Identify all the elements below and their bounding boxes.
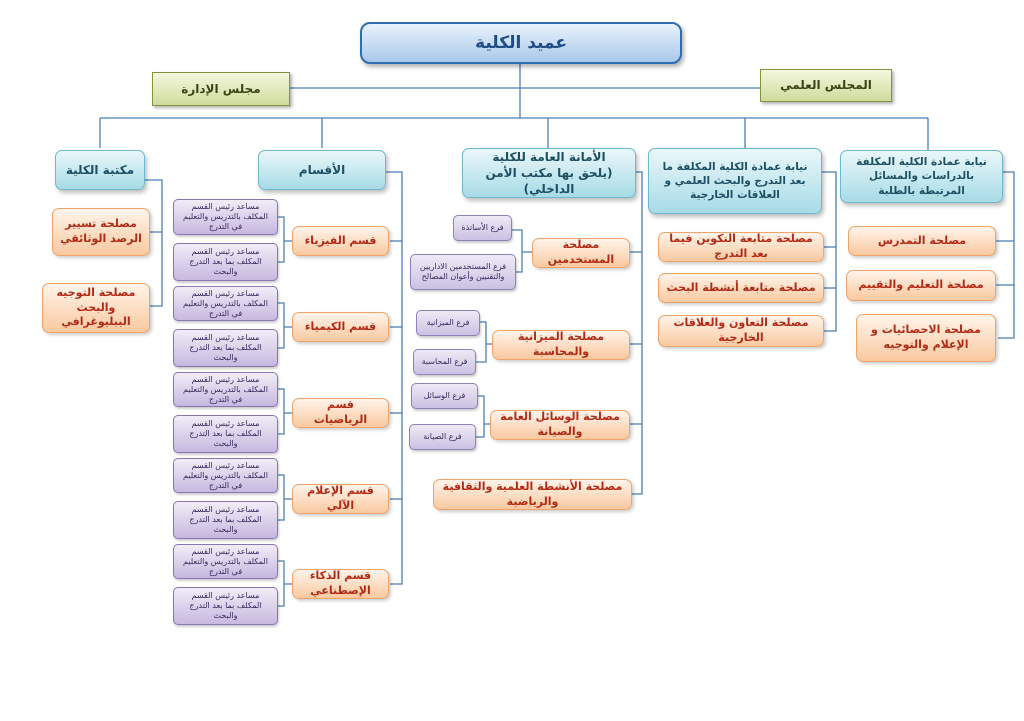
dept-assistant-teaching: مساعد رئيس القسم المكلف بالتدريس والتعلي… — [173, 199, 278, 235]
branch-budget: فرع الميزانية — [416, 310, 480, 336]
dept-assistant-postgrad: مساعد رئيس القسم المكلف بما بعد التدرج و… — [173, 243, 278, 281]
department-physics: قسم الفيزياء — [292, 226, 389, 256]
admin-council-box: مجلس الإدارة — [152, 72, 290, 106]
teaching-evaluation-service: مصلحة التعليم والتقييم — [846, 270, 996, 301]
dept-assistant-teaching: مساعد رئيس القسم المكلف بالتدريس والتعلي… — [173, 544, 278, 579]
dept-assistant-postgrad: مساعد رئيس القسم المكلف بما بعد التدرج و… — [173, 329, 278, 367]
scientific-council-box: المجلس العلمي — [760, 69, 892, 102]
library-box: مكتبة الكلية — [55, 150, 145, 190]
departments-box: الأقسام — [258, 150, 386, 190]
library-service-1: مصلحة تسيير الرصد الوثائقي — [52, 208, 150, 256]
schooling-service: مصلحة التمدرس — [848, 226, 996, 256]
branch-means: فرع الوسائل — [411, 383, 478, 409]
vice-dean-studies-box: نيابة عمادة الكلية المكلفة بالدراسات وال… — [840, 150, 1003, 203]
branch-admin-staff: فرع المستخدمين الاداريين والتقنيين وأعوا… — [410, 254, 516, 290]
vice-dean-postgrad-box: نيابة عمادة الكلية المكلفة ما بعد التدرج… — [648, 148, 822, 214]
dept-assistant-teaching: مساعد رئيس القسم المكلف بالتدريس والتعلي… — [173, 286, 278, 321]
library-service-2: مصلحة التوجيه والبحث الببليوغرافي — [42, 283, 150, 333]
dean-box: عميد الكلية — [360, 22, 682, 64]
secretariat-box: الأمانة العامة للكلية (يلحق بها مكتب الأ… — [462, 148, 636, 198]
branch-maintenance: فرع الصيانة — [409, 424, 476, 450]
branch-professors: فرع الأساتذة — [453, 215, 512, 241]
dept-assistant-teaching: مساعد رئيس القسم المكلف بالتدريس والتعلي… — [173, 372, 278, 407]
cooperation-service: مصلحة التعاون والعلاقات الخارجية — [658, 315, 824, 347]
dept-assistant-postgrad: مساعد رئيس القسم المكلف بما بعد التدرج و… — [173, 501, 278, 539]
budget-service: مصلحة الميزانية والمحاسبة — [492, 330, 630, 360]
research-activities-service: مصلحة متابعة أنشطة البحث — [658, 273, 824, 303]
activities-service: مصلحة الأنشطة العلمية والثقافية والرياضي… — [433, 479, 632, 510]
postgrad-training-service: مصلحة متابعة التكوين فيما بعد التدرج — [658, 232, 824, 262]
secretariat-subtitle: (يلحق بها مكتب الأمن الداخلي) — [485, 165, 613, 197]
secretariat-title: الأمانة العامة للكلية — [492, 149, 606, 164]
dept-assistant-teaching: مساعد رئيس القسم المكلف بالتدريس والتعلي… — [173, 458, 278, 493]
dept-assistant-postgrad: مساعد رئيس القسم المكلف بما بعد التدرج و… — [173, 415, 278, 453]
dept-assistant-postgrad: مساعد رئيس القسم المكلف بما بعد التدرج و… — [173, 587, 278, 625]
department-mathematics: قسم الرياضيات — [292, 398, 389, 428]
statistics-guidance-service: مصلحة الاحصائيات و الإعلام والتوجيه — [856, 314, 996, 362]
branch-accounting: فرع المحاسبة — [413, 349, 476, 375]
staff-service: مصلحة المستخدمين — [532, 238, 630, 268]
general-means-service: مصلحة الوسائل العامة والصيانة — [490, 410, 630, 440]
department-chemistry: قسم الكيمياء — [292, 312, 389, 342]
department-computer-science: قسم الإعلام الآلي — [292, 484, 389, 514]
department-artificial-intelligence: قسم الذكاء الإصطناعي — [292, 569, 389, 599]
